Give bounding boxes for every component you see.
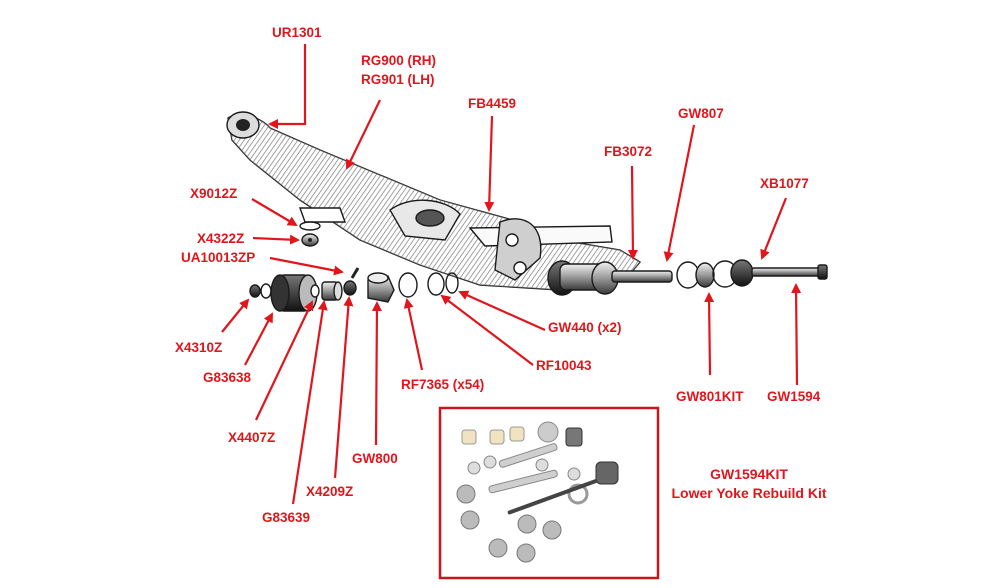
label-fb4459: FB4459 bbox=[468, 96, 516, 111]
part-labels: UR1301 RG900 (RH) RG901 (LH) FB4459 GW80… bbox=[175, 25, 821, 525]
label-x9012z: X9012Z bbox=[190, 186, 237, 201]
label-fb3072: FB3072 bbox=[604, 144, 652, 159]
kit-photo bbox=[438, 406, 660, 580]
label-gw807: GW807 bbox=[678, 106, 724, 121]
mount-bolt-set bbox=[299, 221, 321, 247]
label-x4310z: X4310Z bbox=[175, 340, 222, 355]
callout-arrows bbox=[221, 44, 802, 505]
left-small-parts bbox=[249, 267, 459, 312]
label-rf10043: RF10043 bbox=[536, 358, 592, 373]
label-gw801kit: GW801KIT bbox=[676, 389, 744, 404]
wishbone-arm bbox=[226, 111, 642, 291]
label-x4209z: X4209Z bbox=[306, 484, 353, 499]
label-gw1594: GW1594 bbox=[767, 389, 821, 404]
label-x4322z: X4322Z bbox=[197, 231, 244, 246]
kit-code: GW1594KIT bbox=[710, 466, 788, 482]
label-gw800: GW800 bbox=[352, 451, 398, 466]
kit-caption: GW1594KIT Lower Yoke Rebuild Kit bbox=[671, 466, 826, 501]
label-ua10013zp: UA10013ZP bbox=[181, 250, 255, 265]
kit-description: Lower Yoke Rebuild Kit bbox=[671, 485, 826, 501]
fulcrum-pin-assembly bbox=[547, 259, 828, 296]
label-xb1077: XB1077 bbox=[760, 176, 809, 191]
label-g83639: G83639 bbox=[262, 510, 310, 525]
label-rf7365: RF7365 (x54) bbox=[401, 377, 484, 392]
label-gw440: GW440 (x2) bbox=[548, 320, 622, 335]
label-ur1301: UR1301 bbox=[272, 25, 322, 40]
label-x4407z: X4407Z bbox=[228, 430, 275, 445]
label-rg901: RG901 (LH) bbox=[361, 72, 435, 87]
label-g83638: G83638 bbox=[203, 370, 252, 385]
label-rg900: RG900 (RH) bbox=[361, 53, 436, 68]
